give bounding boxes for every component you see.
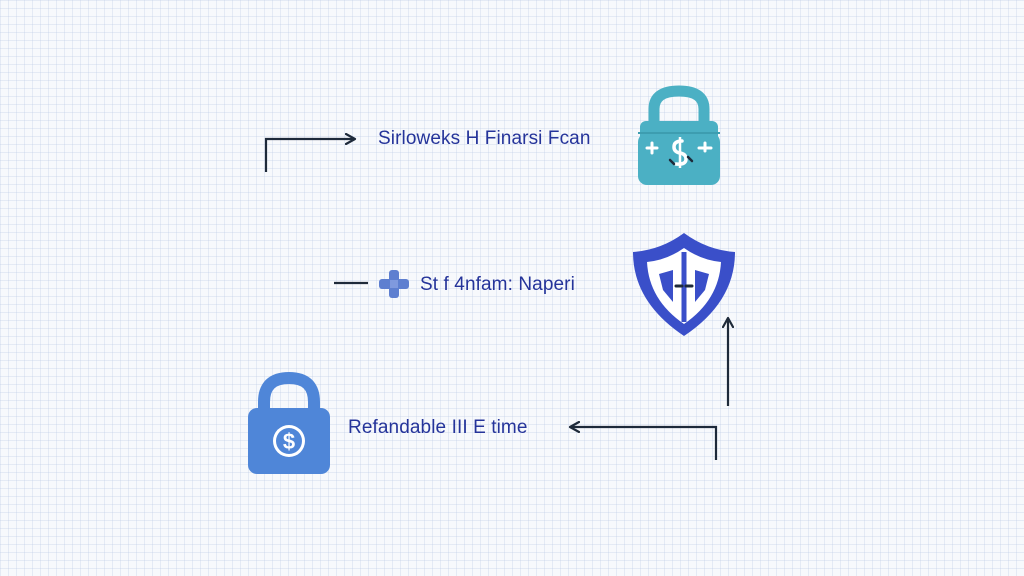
shield-icon [633, 233, 735, 336]
padlock-dollar-icon: $ [248, 371, 330, 474]
step-label-finance: Sirloweks H Finarsi Fcan [378, 128, 591, 149]
arrow-bottom-connector [570, 427, 718, 460]
step-label-naperi: St f 4nfam: Naperi [420, 274, 575, 295]
dollar-sign-glyph: $ [283, 429, 295, 454]
wallet-lock-icon [638, 85, 720, 185]
step-label-refundable: Refandable III E time [348, 417, 528, 438]
plus-icon [379, 270, 409, 298]
arrow-top-connector [264, 139, 355, 172]
